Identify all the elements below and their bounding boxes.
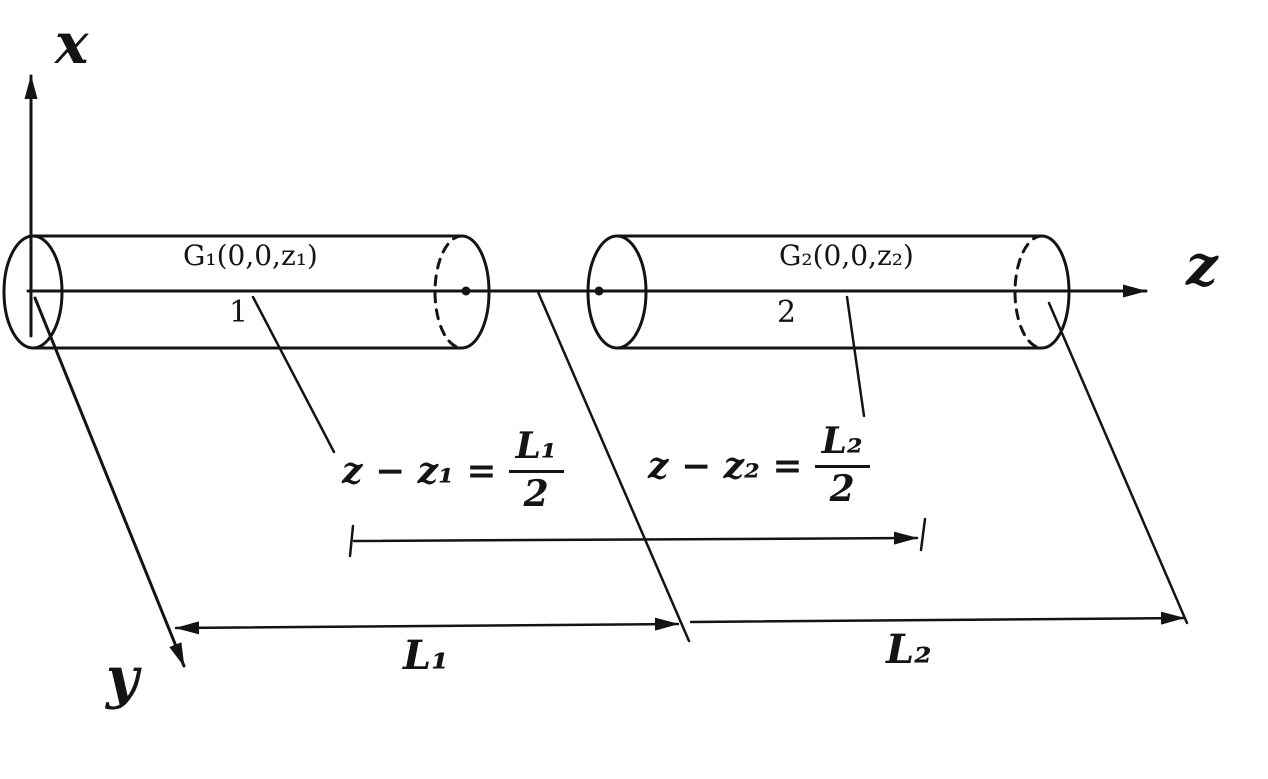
y-axis-label: y: [106, 645, 139, 711]
equation-2-lhs: z − z₂ =: [648, 444, 803, 487]
leader-line-2: [845, 295, 866, 418]
diagonal-right: [1047, 301, 1189, 625]
z-axis-label: z: [1186, 233, 1218, 299]
leader-line-1: [251, 295, 336, 454]
equation-1-fraction: L₁ 2: [508, 427, 564, 515]
equation-2-fraction: L₂ 2: [814, 422, 870, 510]
dimension-L2-label: L₂: [886, 626, 932, 673]
dim-tick-half-right: [919, 517, 927, 552]
diagonal-separator: [536, 290, 691, 643]
cylinder-2-right-cap-visible: [1040, 234, 1071, 350]
cylinder-1-center-dot: [461, 286, 471, 296]
cylinder-2-center-dot: [594, 286, 604, 296]
cylinder-1-left-cap: [2, 234, 64, 350]
equation-2: z − z₂ = L₂ 2: [648, 422, 870, 510]
dim-line-L1: [174, 617, 680, 635]
cylinder-2-left-cap: [586, 234, 648, 350]
equation-2-numerator: L₂: [814, 422, 870, 468]
cylinder-2-number: 2: [777, 295, 797, 330]
cylinder-1-number: 1: [229, 295, 249, 330]
dimension-L1-label: L₁: [403, 632, 449, 679]
dim-line-half: [352, 531, 919, 545]
dim-line-L2: [689, 611, 1186, 625]
x-axis-label: x: [55, 11, 89, 77]
equation-1-numerator: L₁: [508, 427, 564, 473]
cylinder-1-right-cap-hidden: [433, 234, 464, 350]
cylinder-1-point-label: G₁(0,0,z₁): [183, 239, 318, 272]
equation-1-denominator: 2: [523, 472, 549, 515]
cylinder-2-right-cap-hidden: [1013, 234, 1044, 350]
cylinder-1-right-cap-visible: [460, 234, 491, 350]
equation-1-lhs: z − z₁ =: [342, 449, 497, 492]
equation-2-denominator: 2: [829, 467, 855, 510]
cylinder-2-point-label: G₂(0,0,z₂): [779, 239, 914, 272]
y-axis: [33, 296, 186, 668]
dim-tick-half-left: [348, 524, 355, 558]
equation-1: z − z₁ = L₁ 2: [342, 427, 564, 515]
